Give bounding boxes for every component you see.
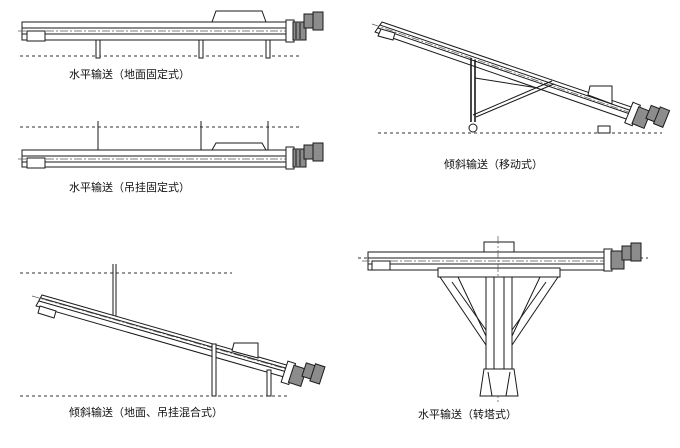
feed-hopper [211, 10, 267, 23]
support-leg [265, 39, 271, 59]
panel-inclined-mixed [20, 264, 326, 397]
panel-horizontal-tower [358, 236, 648, 402]
feed-hopper [211, 142, 267, 151]
feed-hopper [587, 85, 613, 105]
caption-inclined-mixed: 倾斜输送（地面、吊挂混合式） [69, 406, 223, 419]
panel-horizontal-hanging [18, 121, 324, 170]
support-leg [198, 39, 204, 59]
conveyor-trough [362, 251, 616, 271]
wheel-icon [468, 123, 478, 133]
turret-support [437, 236, 561, 402]
motor-icon [624, 101, 671, 129]
support-leg [266, 369, 272, 397]
motor-icon [280, 360, 326, 387]
panel-horizontal-ground [18, 10, 324, 59]
conveyor-trough [18, 149, 296, 169]
caption-horizontal-ground: 水平输送（地面固定式） [69, 68, 190, 81]
conveyor-trough [18, 21, 296, 42]
caption-inclined-mobile: 倾斜输送（移动式） [444, 158, 543, 171]
conveyor-trough [371, 21, 647, 122]
caption-horizontal-tower: 水平输送（转塔式） [418, 408, 517, 421]
motor-icon [285, 11, 324, 43]
conveyor-trough [31, 294, 301, 380]
support-frame [468, 58, 611, 134]
support-leg [95, 39, 101, 59]
motor-icon [603, 242, 642, 272]
caption-horizontal-hanging: 水平输送（吊挂固定式） [69, 181, 190, 194]
feed-inlet [483, 241, 515, 253]
motor-icon [285, 142, 324, 170]
panel-inclined-mobile [371, 21, 671, 134]
support-leg [211, 343, 217, 397]
feed-hopper [231, 342, 259, 359]
